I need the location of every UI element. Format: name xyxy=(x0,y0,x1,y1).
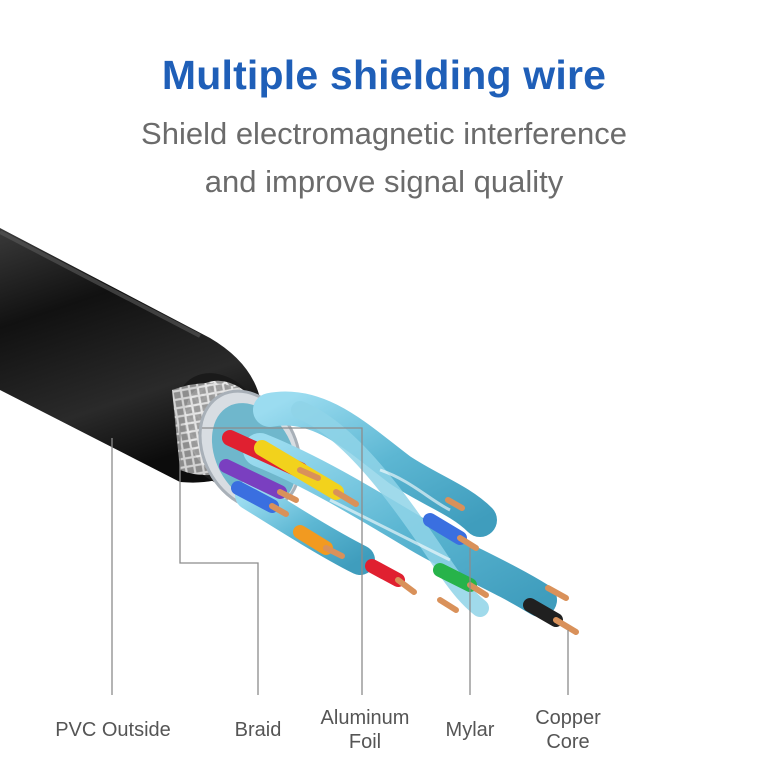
copper-cores xyxy=(269,467,579,635)
label-aluminum-foil: Aluminum Foil xyxy=(306,706,424,754)
label-mylar: Mylar xyxy=(445,719,495,741)
page-title: Multiple shielding wire xyxy=(161,52,607,98)
label-copper-core: Copper Core xyxy=(520,706,616,754)
label-copper-core-line1: Copper xyxy=(535,707,601,729)
label-pvc-outside: PVC Outside xyxy=(55,719,171,741)
label-copper-core-line2: Core xyxy=(546,731,590,753)
colored-conductors xyxy=(219,430,563,627)
label-braid: Braid xyxy=(234,719,282,741)
callout-lines xyxy=(111,420,569,695)
subtitle-line-1: Shield electromagnetic interference xyxy=(141,116,627,151)
subtitle-line-2: and improve signal quality xyxy=(204,164,564,199)
label-aluminum-foil-line2: Foil xyxy=(348,731,382,753)
label-aluminum-foil-line1: Aluminum xyxy=(320,707,410,729)
